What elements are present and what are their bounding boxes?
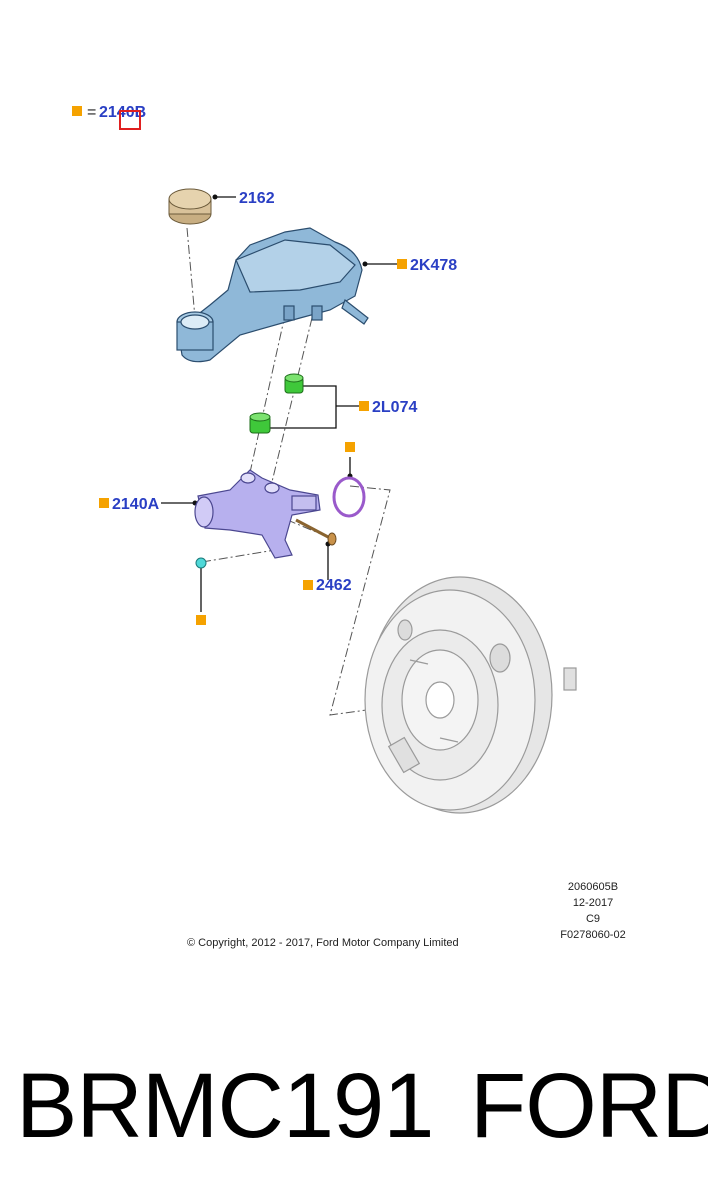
reservoir-cap (168, 188, 212, 225)
highlight-box (119, 110, 141, 130)
seal-ring (332, 476, 366, 518)
marker-square (99, 498, 109, 508)
callout-bolt: 2462 (316, 577, 352, 594)
parts-diagram: = 2140B (72, 104, 626, 949)
marker-square (397, 259, 407, 269)
fitting (195, 557, 207, 569)
marker-square (359, 401, 369, 411)
callout-master-cylinder: 2140A (112, 496, 160, 513)
callout-grommets: 2L074 (372, 399, 417, 416)
callout-cap: 2162 (239, 190, 275, 207)
marker-square (196, 615, 206, 625)
stamp-code: 2060605B (568, 881, 618, 893)
footer-caption: BRMC191 FORD (0, 1040, 708, 1180)
brand-name: FORD (470, 1055, 708, 1157)
stamp-block: 2060605B 12-2017 C9 F0278060-02 (560, 881, 625, 941)
marker-square (72, 106, 82, 116)
legend-equals: = (87, 104, 96, 121)
legend-ref: 2140B (99, 104, 146, 121)
master-cylinder (194, 469, 321, 559)
part-number: BRMC191 (16, 1055, 434, 1157)
stamp-date: 12-2017 (573, 897, 613, 909)
stamp-rev: C9 (586, 913, 600, 925)
grommets (249, 373, 304, 434)
leader-lines (161, 196, 398, 612)
mounting-bolt (295, 518, 337, 546)
stamp-ref: F0278060-02 (560, 929, 625, 941)
marker-square (345, 442, 355, 452)
marker-square (303, 580, 313, 590)
copyright-text: © Copyright, 2012 - 2017, Ford Motor Com… (187, 937, 459, 949)
callout-reservoir: 2K478 (410, 257, 457, 274)
fluid-reservoir (176, 227, 369, 363)
legend: = 2140B (72, 104, 146, 130)
brake-booster (364, 576, 577, 814)
